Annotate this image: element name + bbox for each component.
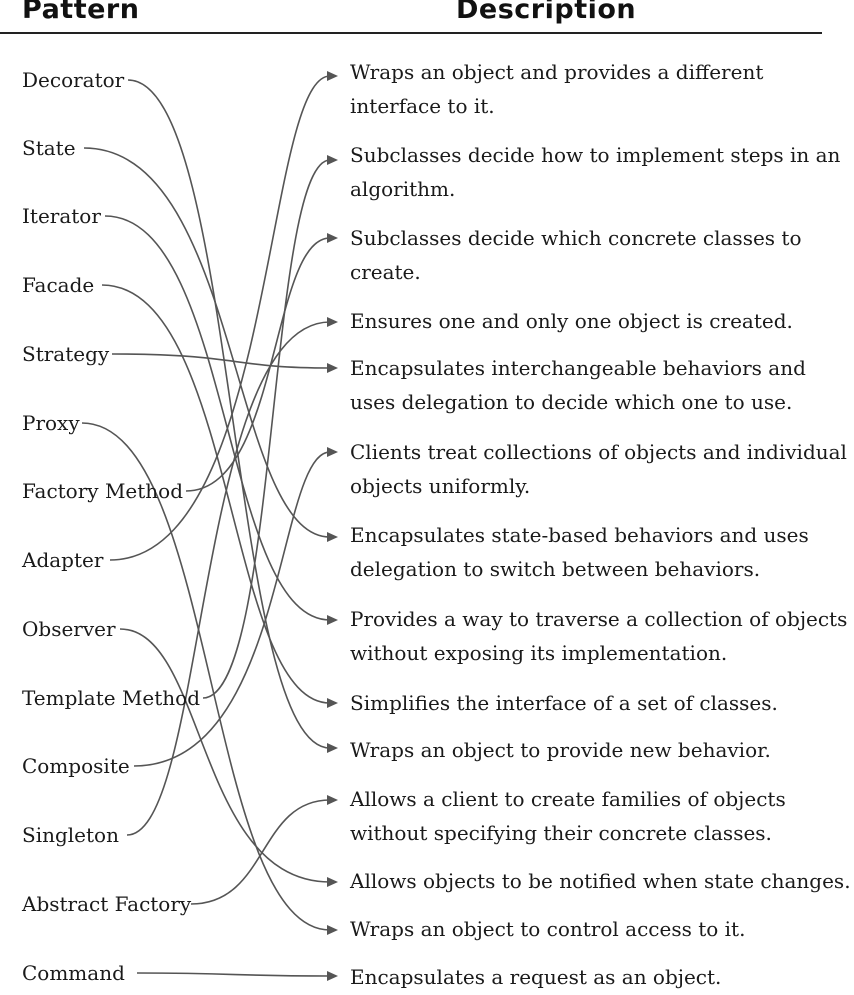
- arrowhead-icon: [327, 698, 338, 708]
- arrowhead-icon: [327, 615, 338, 625]
- connector-proxy: [81, 422, 331, 931]
- pattern-abstract-factory: Abstract Factory: [22, 892, 192, 916]
- arrowhead-icon: [327, 795, 338, 805]
- description-facade: Simplifies the interface of a set of cla…: [350, 691, 778, 715]
- description-singleton: Ensures one and only one object is creat…: [350, 309, 793, 333]
- pattern-facade: Facade: [22, 273, 95, 297]
- description-state: Encapsulates state-based behaviors and u…: [350, 523, 809, 581]
- pattern-factory-method: Factory Method: [22, 479, 184, 503]
- pattern-composite: Composite: [22, 754, 130, 778]
- arrowhead-icon: [327, 71, 338, 81]
- description-observer: Allows objects to be notified when state…: [350, 869, 851, 893]
- pattern-decorator: Decorator: [22, 68, 125, 92]
- description-iterator: Provides a way to traverse a collection …: [350, 607, 848, 665]
- connector-adapter: [109, 75, 331, 561]
- pattern-state: State: [22, 136, 76, 160]
- pattern-adapter: Adapter: [22, 548, 104, 572]
- arrowhead-icon: [327, 155, 338, 165]
- arrowhead-icon: [327, 925, 338, 935]
- description-adapter: Wraps an object and provides a different…: [350, 60, 764, 118]
- arrowhead-icon: [327, 233, 338, 243]
- pattern-column-header: Pattern: [22, 0, 140, 25]
- description-command: Encapsulates a request as an object.: [350, 965, 722, 989]
- connector-facade: [101, 284, 331, 704]
- description-decorator: Wraps an object to provide new behavior.: [350, 738, 771, 762]
- connector-abstract-factory: [190, 799, 331, 905]
- arrowhead-icon: [327, 743, 338, 753]
- connector-singleton: [126, 321, 331, 836]
- pattern-template-method: Template Method: [22, 686, 201, 710]
- pattern-singleton: Singleton: [22, 823, 119, 847]
- arrowhead-icon: [327, 532, 338, 542]
- pattern-command: Command: [22, 961, 125, 985]
- arrowhead-icon: [327, 877, 338, 887]
- connector-iterator: [104, 215, 331, 621]
- arrowhead-icon: [327, 317, 338, 327]
- arrowhead-icon: [327, 971, 338, 981]
- connector-strategy: [111, 353, 331, 369]
- pattern-proxy: Proxy: [22, 411, 80, 435]
- pattern-iterator: Iterator: [22, 204, 101, 228]
- connector-template-method: [202, 159, 331, 699]
- description-abstract-factory: Allows a client to create families of ob…: [350, 787, 786, 845]
- arrowhead-icon: [327, 447, 338, 457]
- pattern-strategy: Strategy: [22, 342, 110, 366]
- description-proxy: Wraps an object to control access to it.: [350, 917, 746, 941]
- description-composite: Clients treat collections of objects and…: [350, 440, 847, 498]
- connector-composite: [133, 451, 331, 767]
- connector-observer: [119, 628, 331, 883]
- connector-decorator: [127, 79, 331, 749]
- arrowhead-icon: [327, 363, 338, 373]
- connector-command: [136, 972, 331, 977]
- description-column-header: Description: [456, 0, 637, 25]
- pattern-observer: Observer: [22, 617, 116, 641]
- header-divider: [0, 32, 822, 34]
- description-factory-method: Subclasses decide which concrete classes…: [350, 226, 802, 284]
- description-template-method: Subclasses decide how to implement steps…: [350, 143, 841, 201]
- description-strategy: Encapsulates interchangeable behaviors a…: [350, 356, 806, 414]
